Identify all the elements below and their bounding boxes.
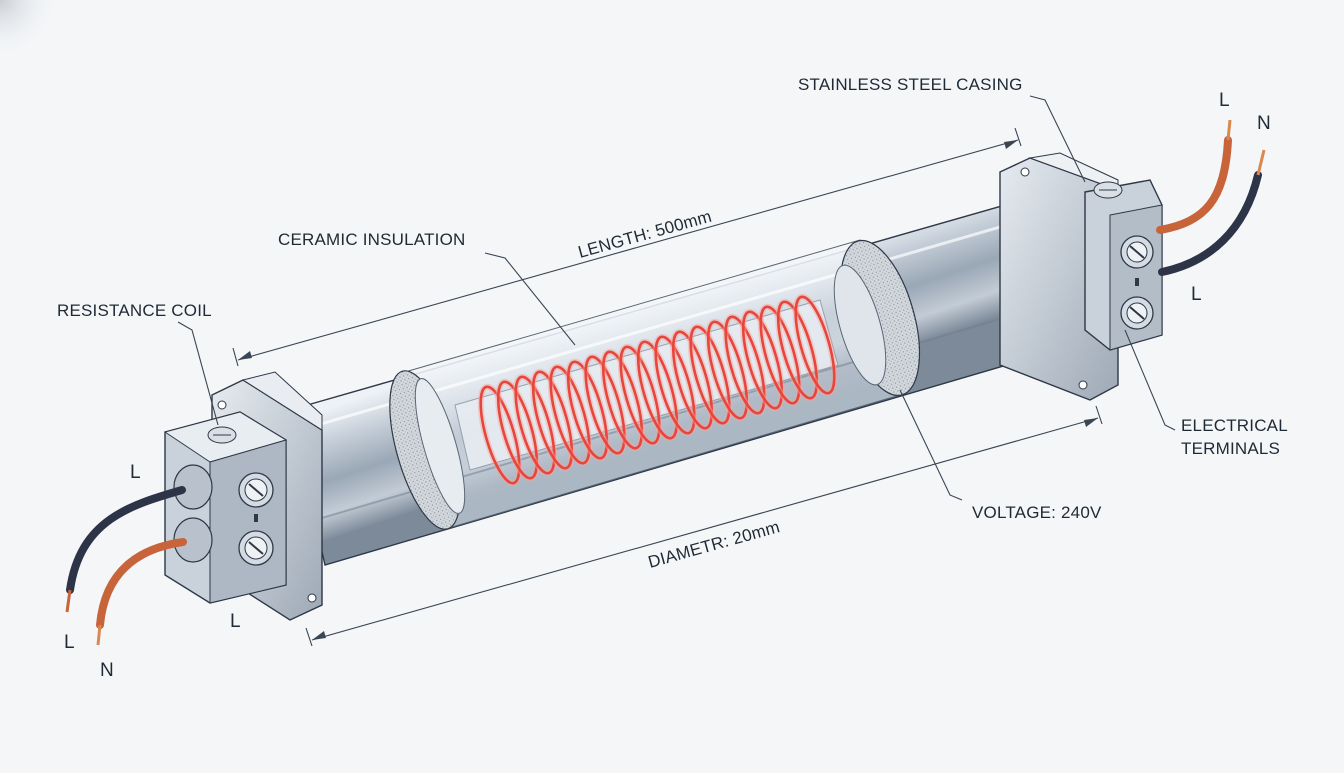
coil-loop bbox=[671, 330, 714, 430]
wire-label-left-top: L bbox=[130, 462, 141, 483]
wire-tip-left-2 bbox=[96, 624, 102, 646]
wire-label-left-box: L bbox=[230, 611, 241, 632]
wire-label-left-l: L bbox=[64, 632, 75, 653]
length-dimension bbox=[232, 127, 1022, 367]
leader-casing bbox=[1029, 95, 1086, 183]
resistance-coil bbox=[477, 293, 838, 487]
coil-loop bbox=[636, 340, 679, 440]
left-wires bbox=[65, 486, 187, 646]
right-terminal-screws bbox=[1120, 235, 1154, 330]
label-electrical-terminals-2: TERMINALS bbox=[1181, 439, 1280, 458]
coil-loop bbox=[706, 320, 749, 420]
leader-terminals bbox=[1124, 329, 1176, 431]
coil-loop bbox=[741, 310, 784, 410]
leader-coil bbox=[177, 321, 219, 426]
label-stainless-steel-casing: STAINLESS STEEL CASING bbox=[798, 75, 1023, 94]
coil-loop bbox=[549, 365, 591, 465]
label-resistance-coil: RESISTANCE COIL bbox=[57, 301, 212, 320]
left-terminal-screws bbox=[238, 472, 274, 566]
wire-live-right bbox=[1156, 136, 1232, 234]
coil-loop bbox=[654, 335, 696, 435]
wire-label-right-l: L bbox=[1219, 90, 1230, 111]
diameter-dimension bbox=[305, 405, 1103, 647]
wire-neutral-left bbox=[66, 486, 186, 594]
coil-loop bbox=[689, 325, 731, 425]
label-electrical-terminals-1: ELECTRICAL bbox=[1181, 416, 1288, 435]
wire-label-right-n: N bbox=[1257, 113, 1271, 134]
label-length: LENGTH: 500mm bbox=[576, 207, 714, 262]
wire-neutral-right bbox=[1158, 171, 1262, 276]
leader-lines bbox=[177, 95, 1176, 501]
right-wires bbox=[1156, 119, 1266, 276]
coil-loop bbox=[724, 315, 766, 415]
coil-loop bbox=[584, 355, 626, 455]
leader-ceramic bbox=[484, 252, 576, 346]
wire-label-left-n: N bbox=[100, 660, 114, 681]
coil-loop bbox=[496, 380, 539, 480]
coil-loop bbox=[776, 300, 819, 400]
coil-loop bbox=[794, 295, 836, 395]
coil-loop bbox=[514, 375, 556, 475]
wire-label-right-bottom: L bbox=[1191, 284, 1202, 305]
leader-voltage bbox=[899, 389, 963, 501]
coil-loop bbox=[759, 305, 801, 405]
label-diameter: DIAMETR: 20mm bbox=[646, 517, 782, 572]
ceramic-rings bbox=[389, 239, 921, 530]
corner-shade bbox=[0, 0, 60, 60]
wire-live-left bbox=[96, 538, 187, 629]
coil-loop bbox=[619, 345, 661, 445]
wire-tip-left-1 bbox=[65, 589, 72, 613]
coil-loop bbox=[479, 385, 521, 485]
right-end-cap bbox=[999, 152, 1163, 401]
label-voltage: VOLTAGE: 240V bbox=[972, 503, 1102, 522]
left-end-cap bbox=[163, 371, 323, 621]
coil-loop bbox=[566, 360, 609, 460]
coil-loop bbox=[531, 370, 574, 470]
coil-loop bbox=[601, 350, 644, 450]
label-ceramic-insulation: CERAMIC INSULATION bbox=[278, 230, 465, 249]
